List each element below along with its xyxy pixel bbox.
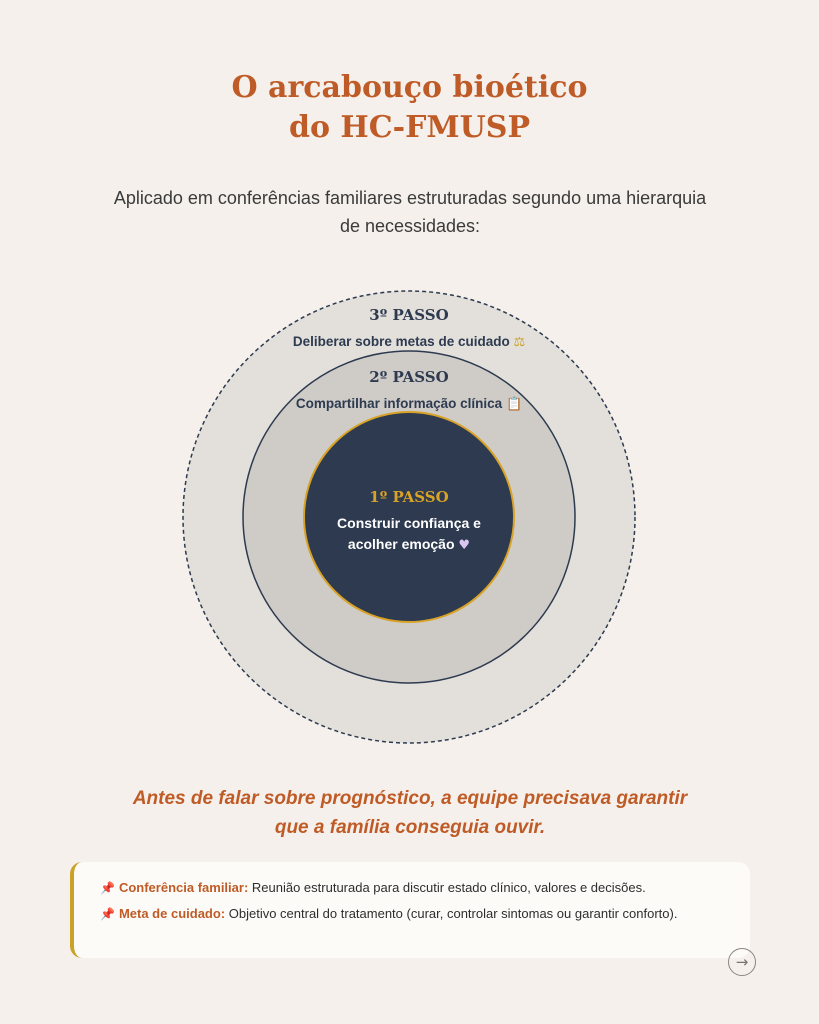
page-title-line-2: do HC-FMUSP <box>289 110 530 145</box>
step-1-description-line-1: Construir confiança e <box>337 515 481 531</box>
concentric-steps-diagram: 3º PASSO Deliberar sobre metas de cuidad… <box>182 290 636 744</box>
step-1-description-line-2: acolher emoção ♥ <box>348 536 470 553</box>
glossary-term: Meta de cuidado: <box>118 906 226 921</box>
heart-icon: ♥ <box>458 538 470 553</box>
pushpin-icon: 📌 <box>100 907 115 921</box>
glossary-term: Conferência familiar: <box>118 880 249 895</box>
page-subtitle: Aplicado em conferências familiares estr… <box>113 188 707 236</box>
page-title: O arcabouço bioético do HC-FMUSP <box>0 68 819 148</box>
step-3-title: 3º PASSO <box>369 306 448 324</box>
page-title-line-1: O arcabouço bioético <box>231 70 588 105</box>
glossary-definition: Reunião estruturada para discutir estado… <box>248 880 646 895</box>
next-slide-button[interactable]: → <box>728 948 756 976</box>
step-3-description: Deliberar sobre metas de cuidado ⚖ <box>293 334 525 350</box>
step-1-title: 1º PASSO <box>369 488 448 506</box>
clipboard-icon: 📋 <box>506 396 522 412</box>
step-2-description: Compartilhar informação clínica 📋 <box>296 396 522 412</box>
glossary-definition: Objetivo central do tratamento (curar, c… <box>225 906 678 921</box>
glossary-item: 📌Conferência familiar: Reunião estrutura… <box>100 877 728 899</box>
quote-line-1: Antes de falar sobre prognóstico, a equi… <box>132 788 688 809</box>
glossary-box: 📌Conferência familiar: Reunião estrutura… <box>70 862 750 958</box>
pushpin-icon: 📌 <box>100 881 115 895</box>
glossary-item: 📌Meta de cuidado: Objetivo central do tr… <box>100 903 728 925</box>
arrow-right-icon: → <box>735 953 749 971</box>
inner-circle-step-1 <box>303 411 515 623</box>
scales-icon: ⚖ <box>513 335 525 350</box>
quote-line-2: que a família conseguia ouvir. <box>274 817 546 838</box>
highlight-quote: Antes de falar sobre prognóstico, a equi… <box>90 784 730 842</box>
step-2-title: 2º PASSO <box>369 368 448 386</box>
